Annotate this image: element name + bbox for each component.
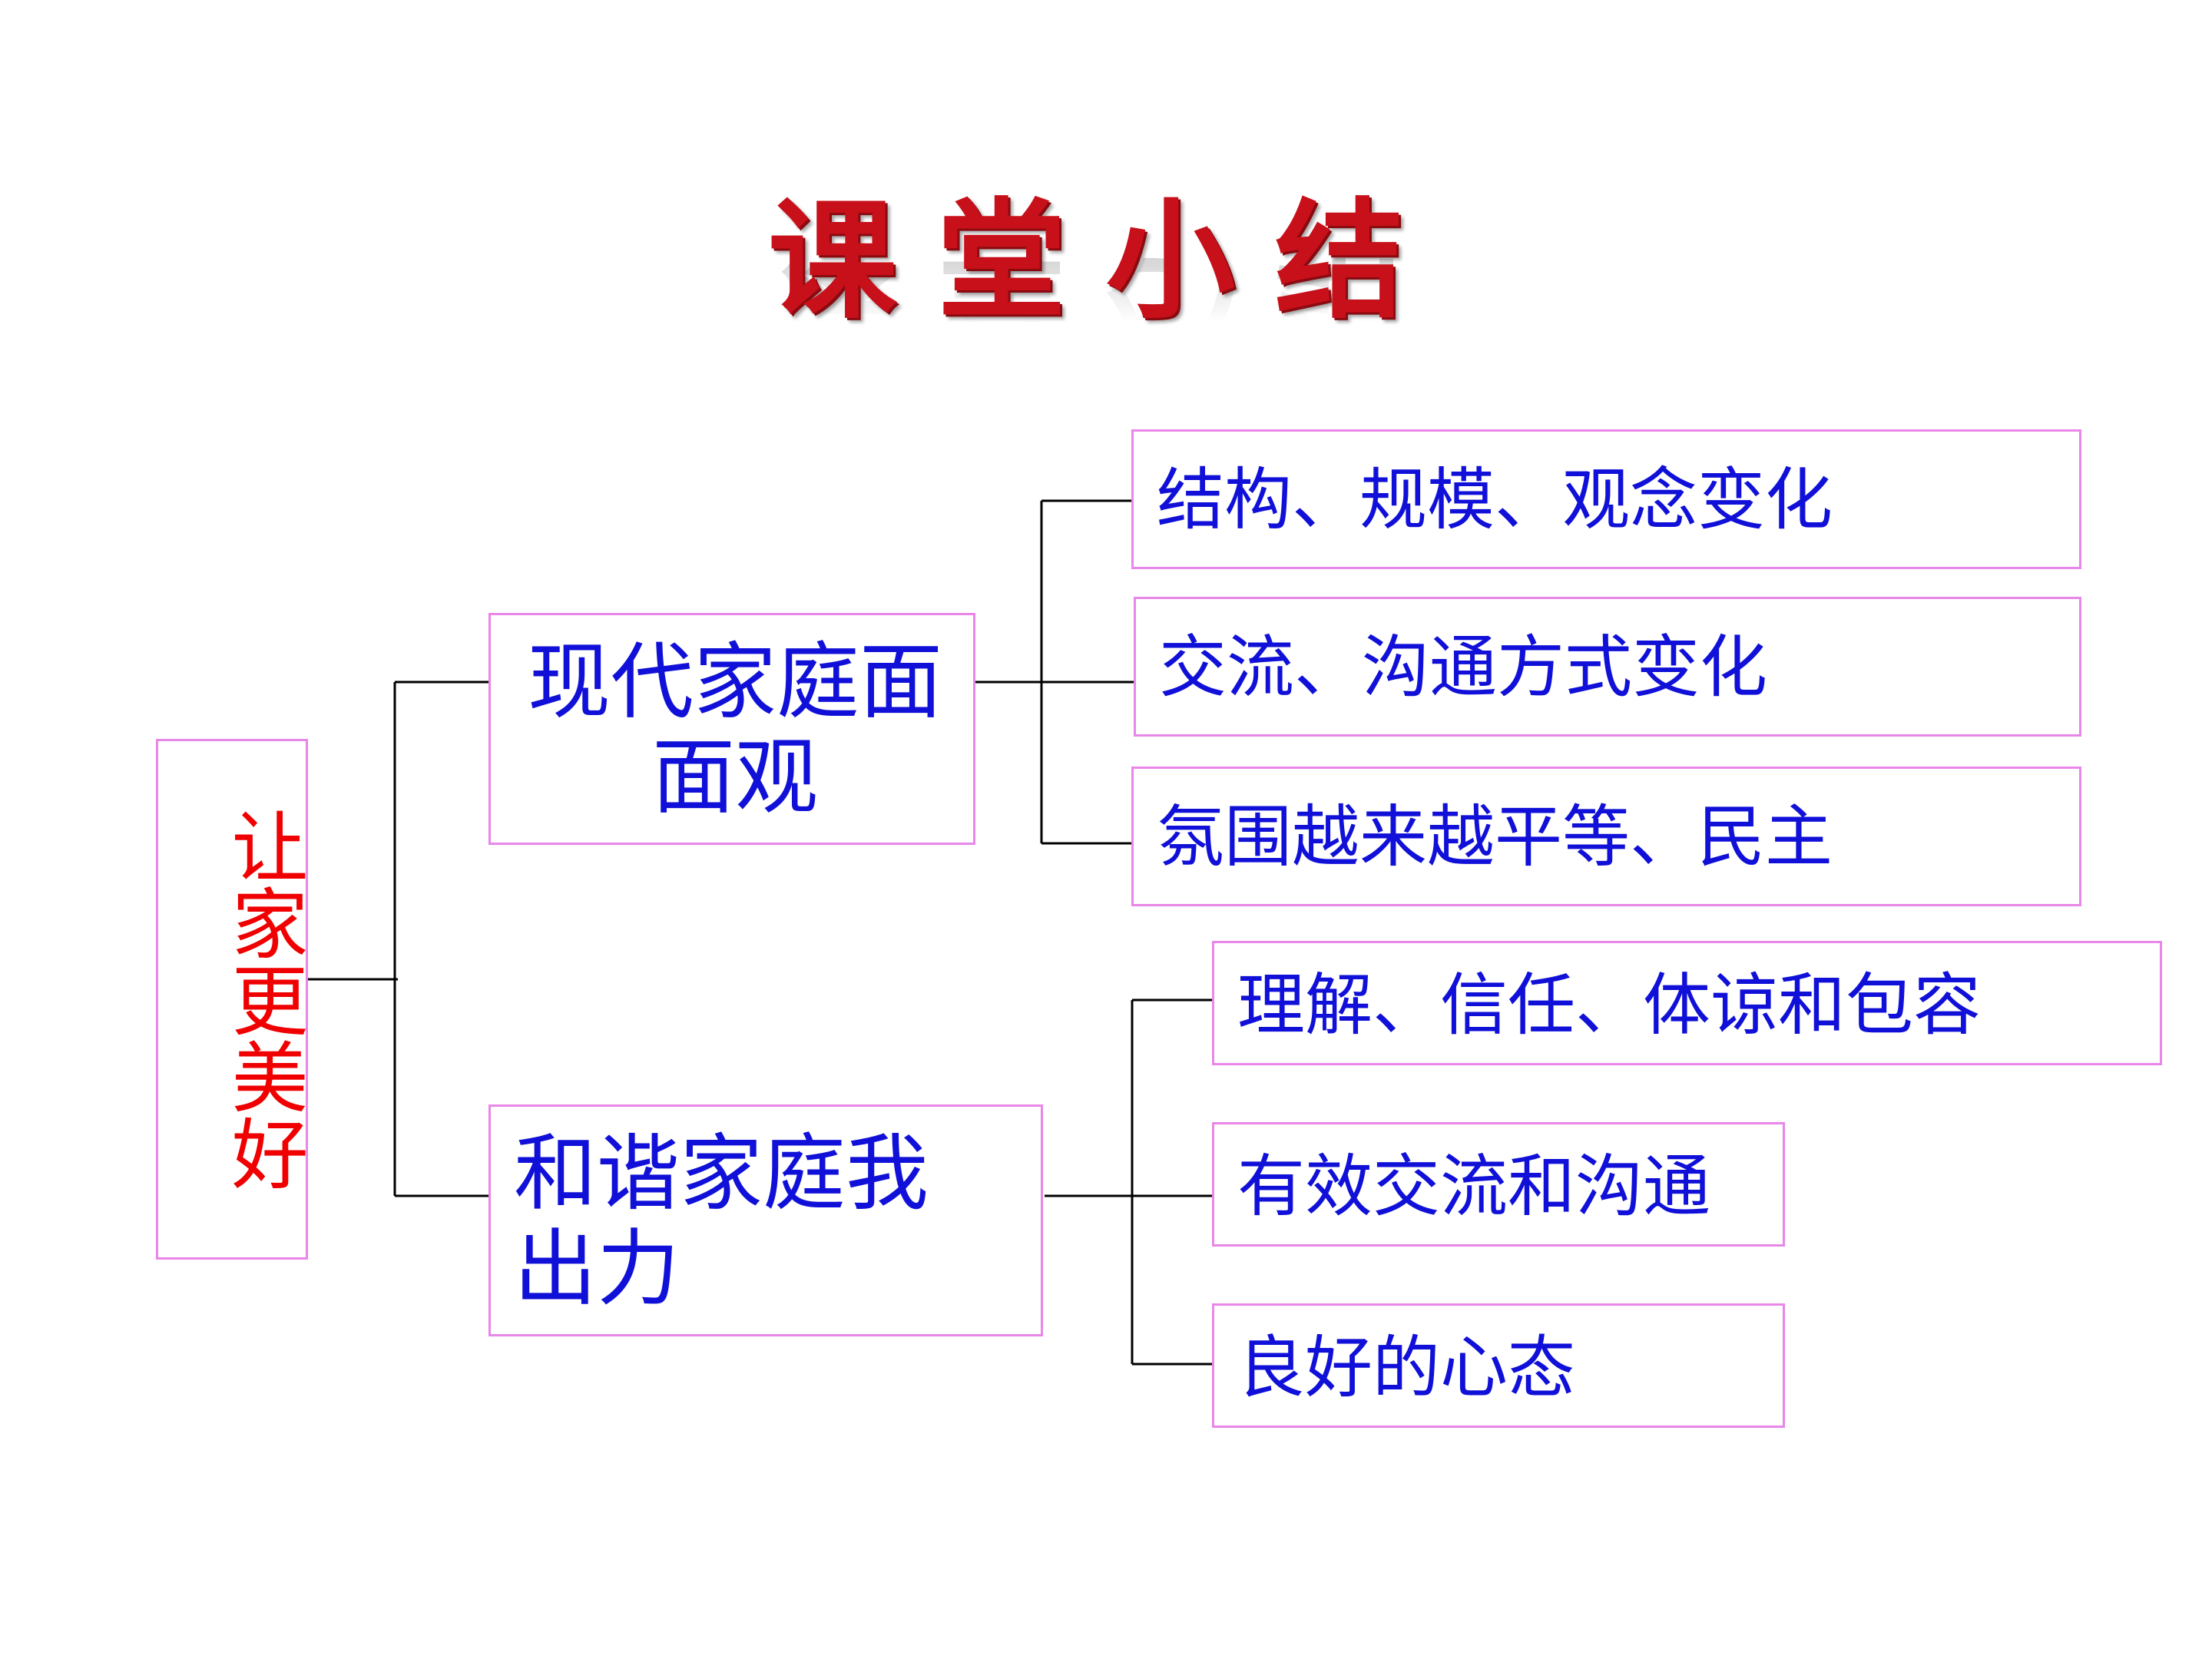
slide-title-group: 课堂小结 课堂小结 [768,192,1444,392]
leaf-node-label: 氛围越来越平等、民主 [1157,797,1833,876]
leaf-node: 有效交流和沟通 [1212,1122,1785,1247]
root-node-label: 让家更美好 [218,807,308,1191]
leaf-node-label: 有效交流和沟通 [1237,1147,1711,1226]
slide-title: 课堂小结 [768,186,1444,336]
leaf-node-label: 理解、信任、体谅和包容 [1237,965,1982,1045]
leaf-node-label: 良好的心态 [1237,1328,1576,1407]
leaf-node-label: 结构、规模、观念变化 [1157,460,1833,539]
leaf-node: 氛围越来越平等、民主 [1131,767,2081,906]
branch-node-modern-family: 现代家庭面面观 [488,613,975,845]
branch-node-label: 和谐家庭我出力 [514,1126,929,1317]
root-node: 让家更美好 [156,739,308,1260]
leaf-node: 结构、规模、观念变化 [1131,429,2081,569]
leaf-node-label: 交流、沟通方式变化 [1159,628,1768,707]
leaf-node: 良好的心态 [1212,1303,1785,1428]
branch-node-label: 现代家庭面面观 [527,634,942,826]
leaf-node: 交流、沟通方式变化 [1134,597,2081,737]
branch-node-harmonious-family: 和谐家庭我出力 [488,1104,1043,1336]
leaf-node: 理解、信任、体谅和包容 [1212,941,2162,1065]
